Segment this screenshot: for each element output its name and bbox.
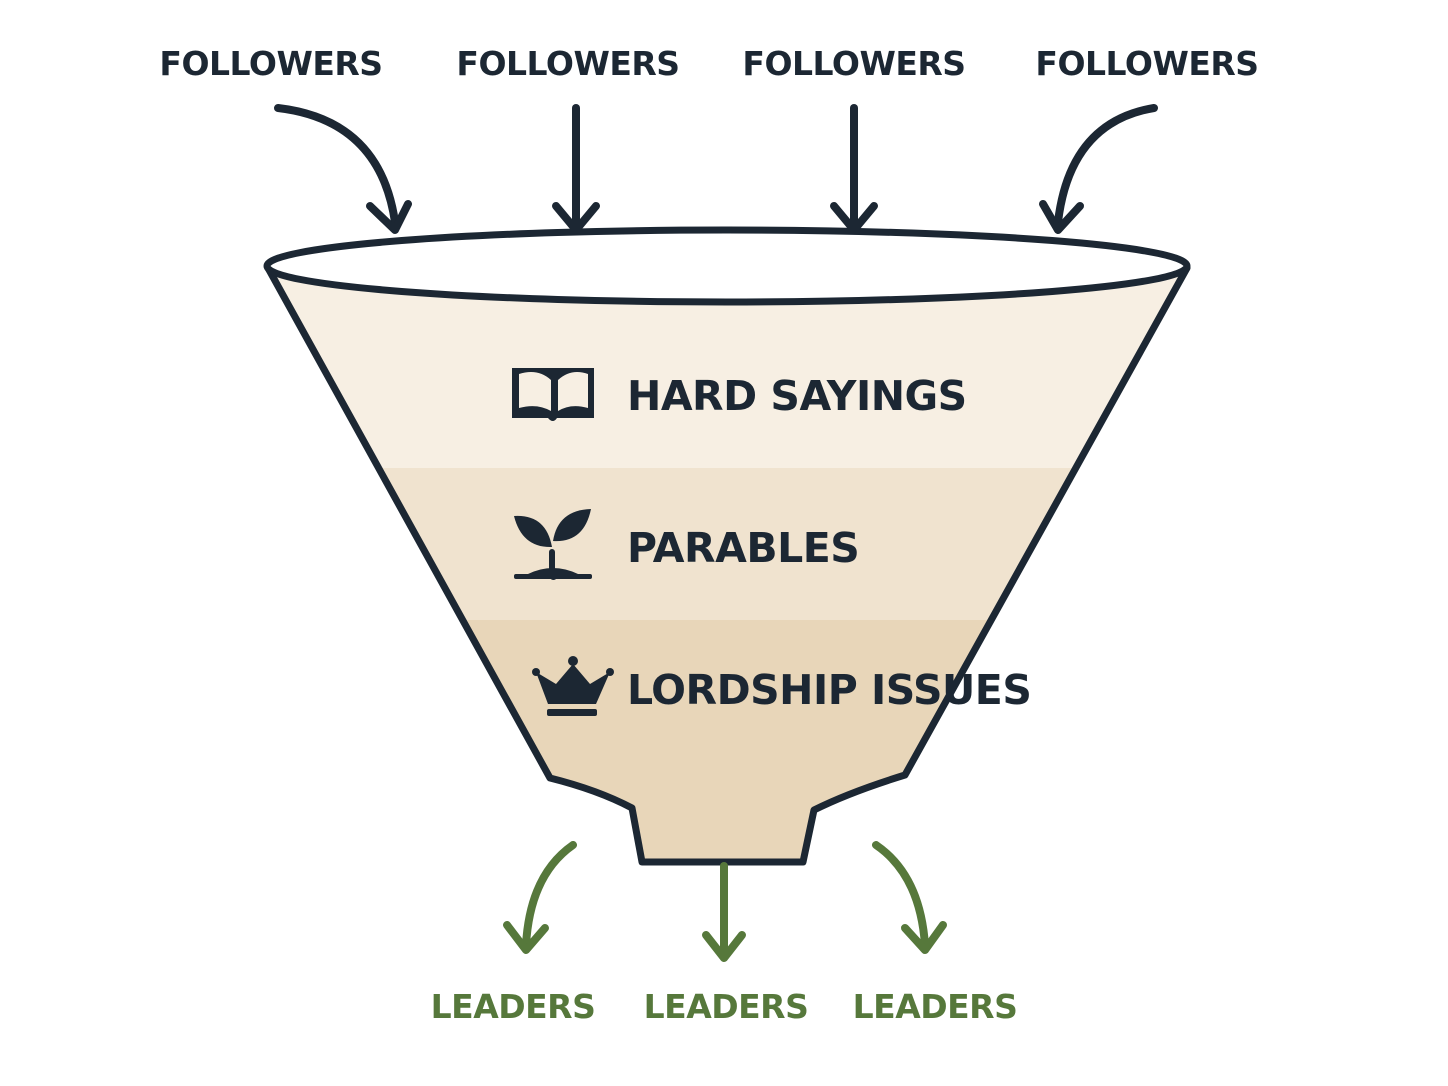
layer-label: PARABLES bbox=[627, 524, 859, 572]
layer-band-3 bbox=[268, 620, 1187, 862]
layer-label: LORDSHIP ISSUES bbox=[627, 666, 1031, 714]
open-book-icon bbox=[512, 368, 594, 421]
funnel-outline bbox=[264, 264, 1191, 866]
layer-label: HARD SAYINGS bbox=[627, 372, 967, 420]
input-label: FOLLOWERS bbox=[456, 44, 679, 83]
curved-arrow-down-icon bbox=[1039, 104, 1158, 234]
curved-arrow-down-icon bbox=[274, 104, 412, 234]
output-label: LEADERS bbox=[853, 987, 1018, 1026]
curved-arrow-down-icon bbox=[503, 841, 577, 954]
arrow-down-icon bbox=[552, 104, 600, 234]
output-label: LEADERS bbox=[431, 987, 596, 1026]
input-labels: FOLLOWERS FOLLOWERS FOLLOWERS FOLLOWERS bbox=[159, 44, 1259, 83]
input-arrows bbox=[274, 104, 1158, 234]
arrow-down-icon bbox=[830, 104, 878, 234]
crown-icon bbox=[532, 656, 614, 716]
input-label: FOLLOWERS bbox=[742, 44, 965, 83]
sprout-icon bbox=[514, 509, 592, 580]
output-label: LEADERS bbox=[644, 987, 809, 1026]
arrow-down-icon bbox=[702, 862, 746, 962]
layer-labels: HARD SAYINGS PARABLES LORDSHIP ISSUES bbox=[627, 372, 1032, 714]
input-label: FOLLOWERS bbox=[1035, 44, 1258, 83]
input-label: FOLLOWERS bbox=[159, 44, 382, 83]
output-arrows bbox=[503, 841, 947, 962]
funnel-rim bbox=[263, 226, 1191, 306]
curved-arrow-down-icon bbox=[872, 841, 947, 954]
output-labels: LEADERS LEADERS LEADERS bbox=[431, 987, 1018, 1026]
